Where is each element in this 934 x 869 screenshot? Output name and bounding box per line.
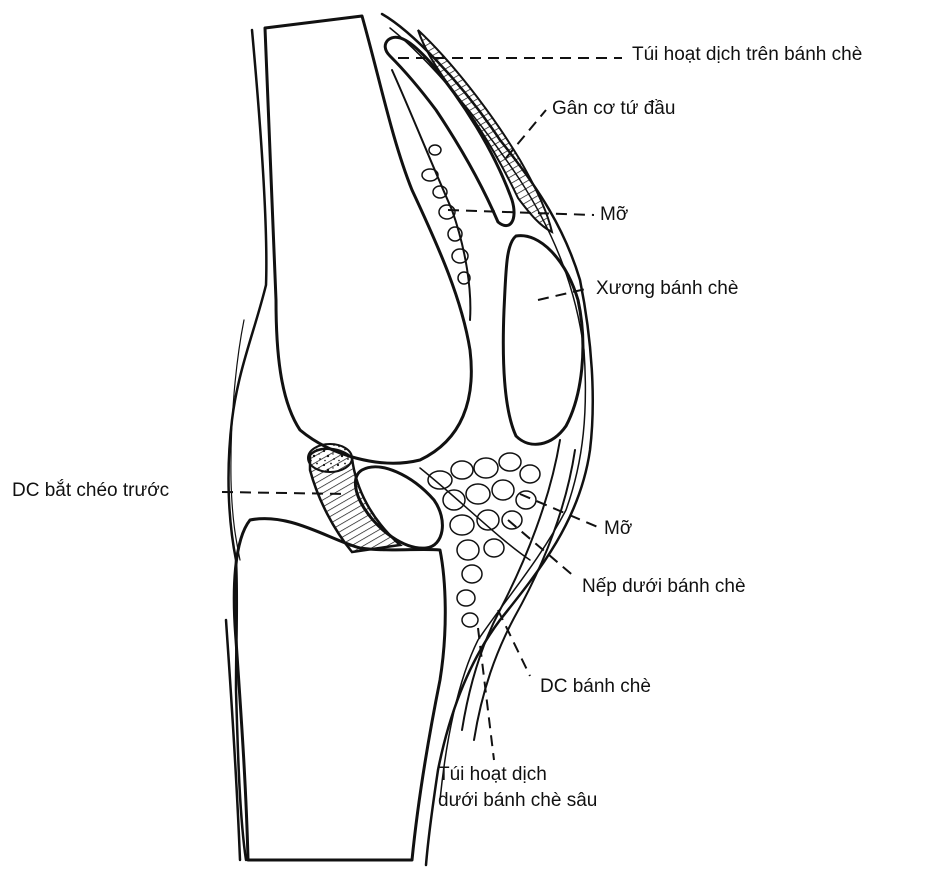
label-fat-upper: Mỡ (600, 204, 628, 226)
quadriceps-tendon (418, 30, 552, 232)
leader-deep-bursa (478, 628, 494, 760)
tibia (234, 519, 445, 860)
leader-quadriceps-tendon (506, 110, 546, 158)
patella (503, 236, 583, 445)
upper-fat-pad (422, 145, 470, 284)
label-suprapatellar-bursa: Túi hoạt dịch trên bánh chè (632, 44, 862, 66)
label-infrapatellar-fold: Nếp dưới bánh chè (582, 576, 746, 598)
leader-fat-upper (448, 210, 594, 215)
label-deep-infrapatellar-bursa-line1: Túi hoạt dịch (438, 764, 547, 786)
label-fat-lower: Mỡ (604, 518, 632, 540)
leader-fat-lower (520, 494, 600, 528)
label-acl: DC bắt chéo trước (12, 480, 169, 502)
label-patellar-ligament: DC bánh chè (540, 676, 651, 698)
leader-infrapatellar-fold (508, 520, 576, 578)
femur (265, 16, 471, 463)
label-deep-infrapatellar-bursa-line2: dưới bánh chè sâu (438, 790, 597, 812)
label-quadriceps-tendon: Gân cơ tứ đầu (552, 98, 675, 120)
label-patella: Xương bánh chè (596, 278, 738, 300)
acl-cut-end (308, 444, 352, 472)
